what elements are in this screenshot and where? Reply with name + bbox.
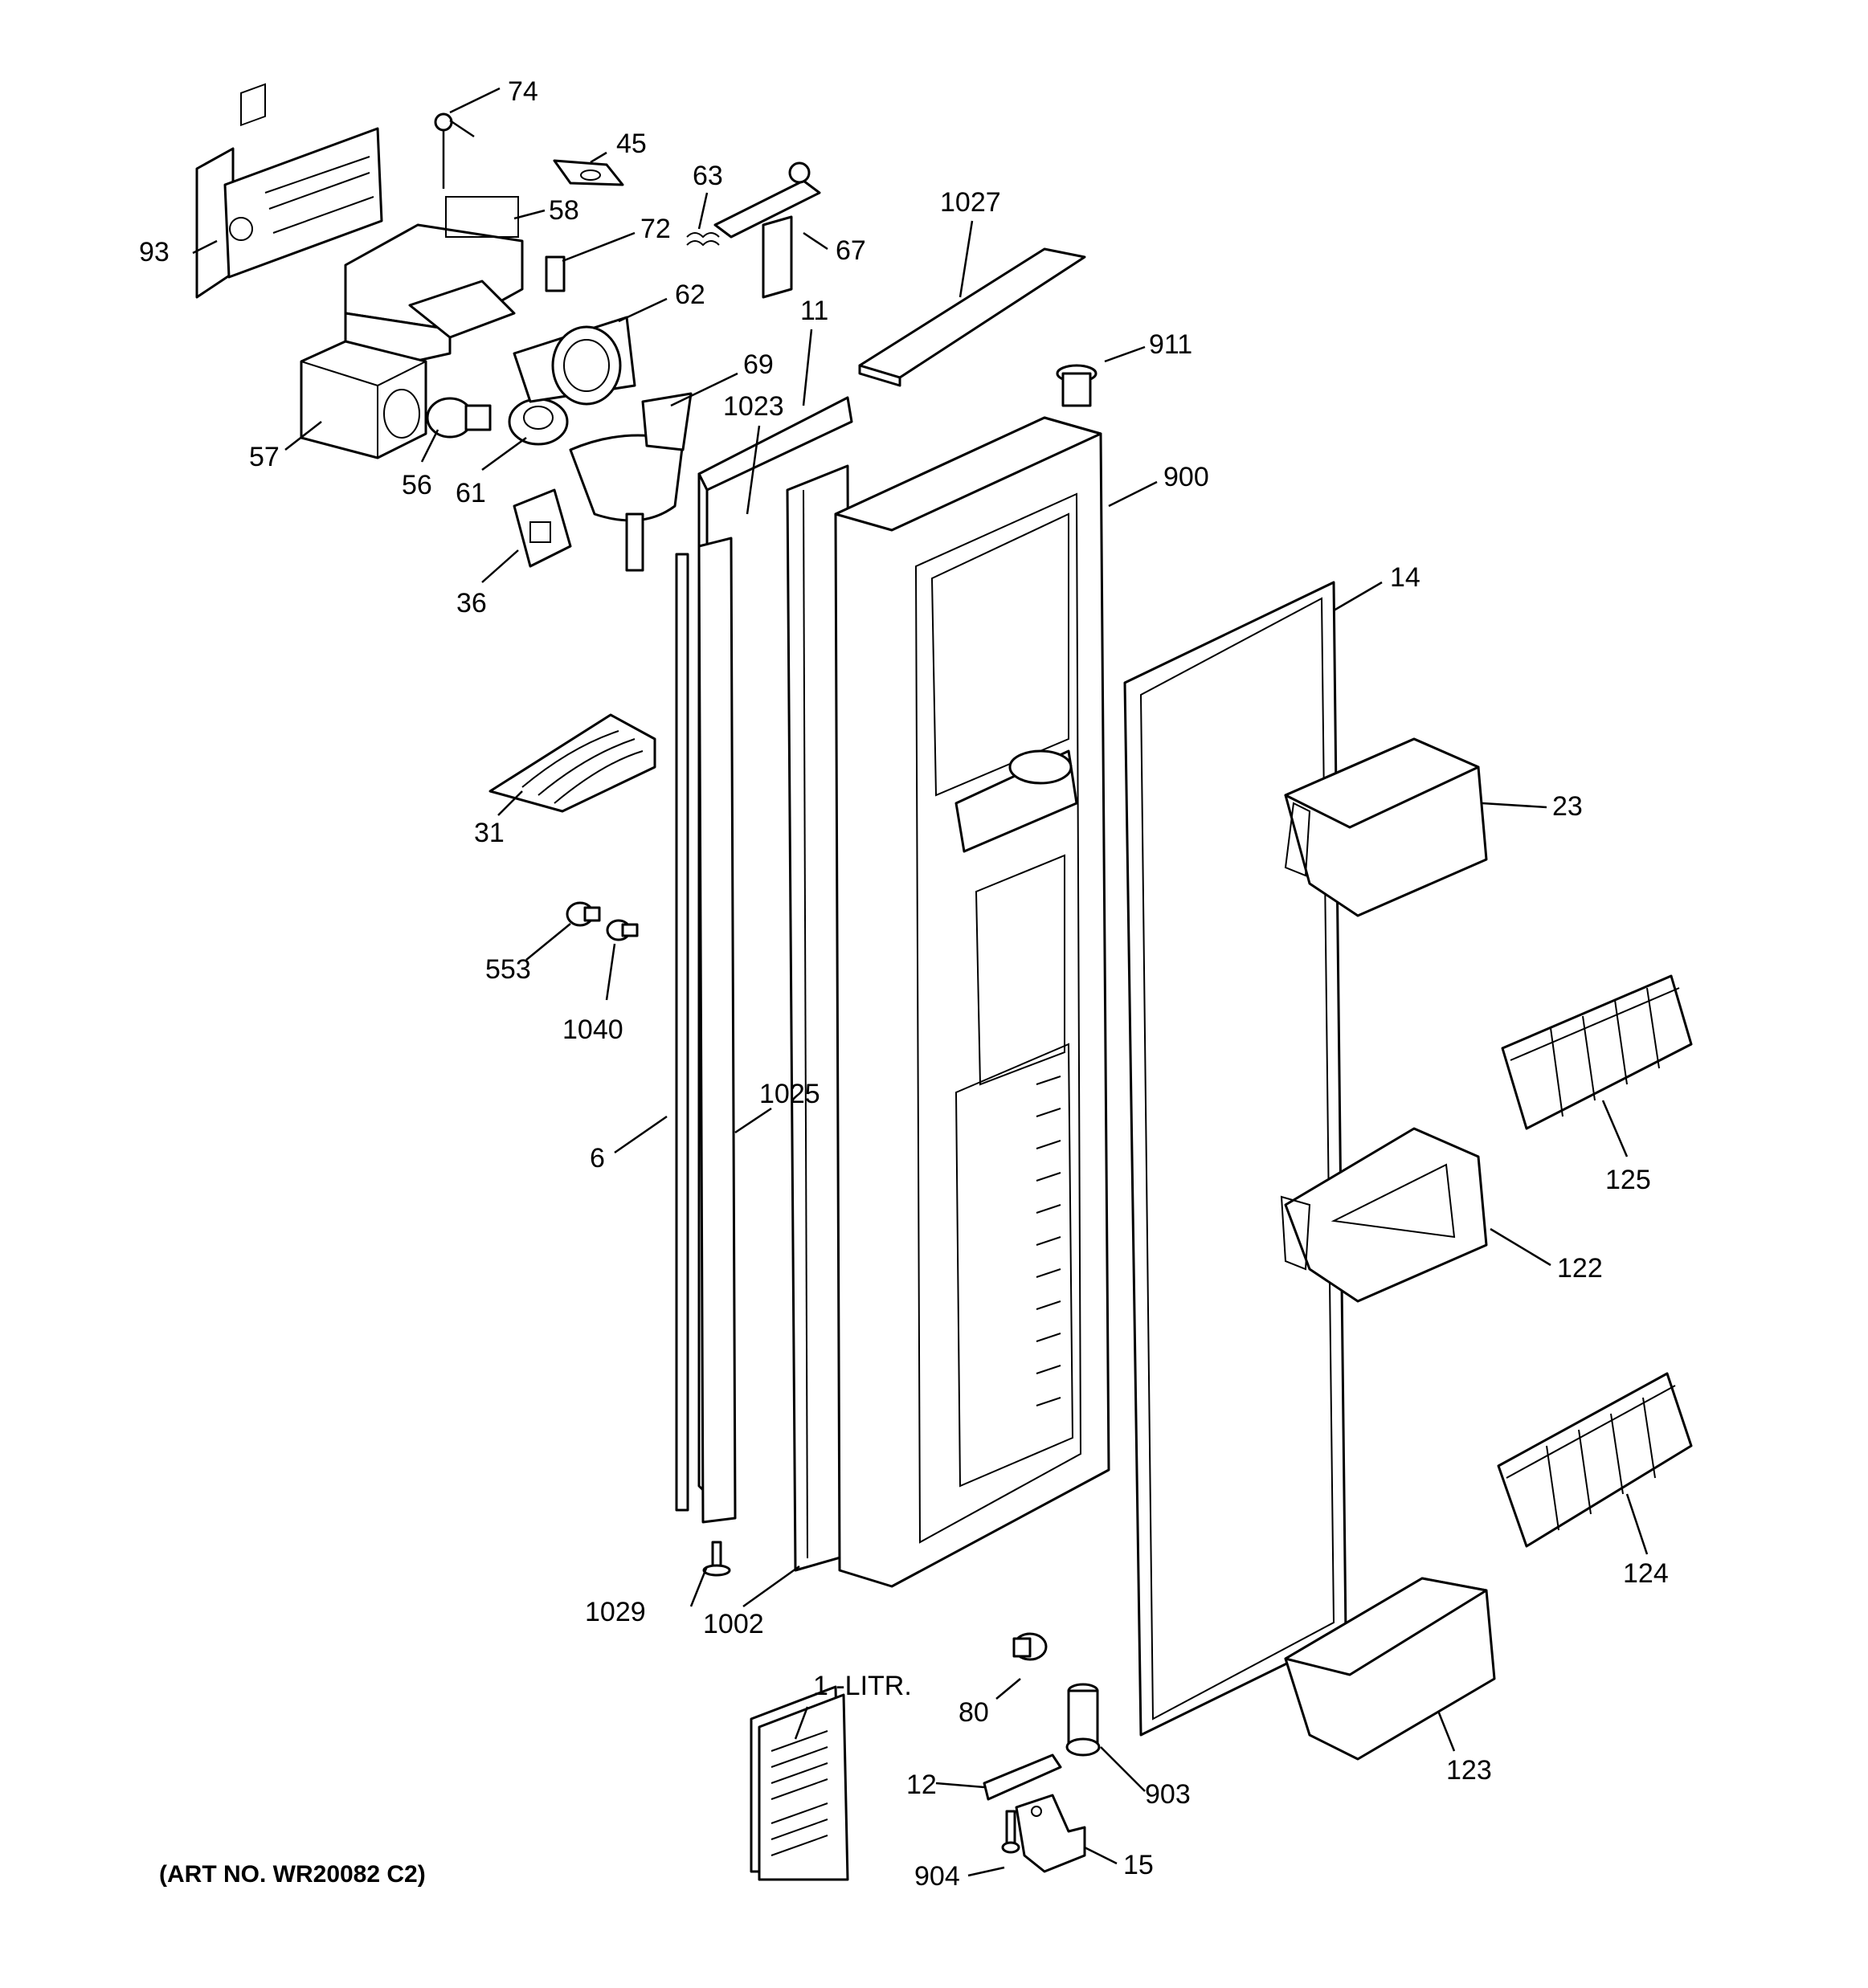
part-57-auger-motor: [300, 340, 427, 459]
leader-lines: [192, 87, 1649, 1877]
callout-62: 62: [675, 280, 705, 310]
callout-1029: 1029: [585, 1597, 646, 1627]
callout-903: 903: [1145, 1779, 1191, 1810]
part-904-screw: [1001, 1810, 1020, 1854]
callout-1-litr: 1 -LITR.: [813, 1671, 912, 1701]
part-553-screw: [566, 901, 601, 927]
part-12-shim: [983, 1753, 1062, 1801]
callout-36: 36: [456, 588, 487, 618]
callout-23: 23: [1552, 791, 1583, 822]
callout-57: 57: [249, 442, 280, 472]
literature-text-lines: [770, 1730, 828, 1856]
part-123-door-bin: [1284, 1577, 1496, 1761]
callout-80: 80: [959, 1697, 989, 1728]
callout-labels: 74 45 63 67 1027 93 58 72 62 11 911 69 1…: [139, 76, 1669, 1892]
part-93-control-board: [195, 83, 383, 299]
callout-74: 74: [508, 76, 538, 107]
callout-45: 45: [616, 129, 647, 159]
part-67-lever: [713, 161, 821, 299]
part-36-switch-bracket: [513, 488, 572, 568]
callout-124: 124: [1623, 1558, 1669, 1589]
callout-14: 14: [1390, 562, 1420, 593]
callout-1023: 1023: [723, 391, 784, 422]
part-62-mount: [513, 316, 636, 406]
part-74-spring: [434, 112, 475, 189]
part-1029-screw: [702, 1541, 731, 1577]
part-63-spring: [686, 232, 720, 247]
part-14-gasket: [1123, 581, 1347, 1737]
part-1025-channel: [697, 537, 737, 1524]
part-61-actuator: [508, 398, 569, 446]
part-69-chute: [569, 392, 693, 572]
callout-56: 56: [402, 470, 432, 500]
callout-1002: 1002: [703, 1609, 764, 1639]
part-6-rod: [675, 553, 689, 1512]
callout-904: 904: [914, 1861, 960, 1892]
callout-1040: 1040: [562, 1014, 623, 1045]
part-72-switch: [545, 255, 566, 292]
door-shelf-ridges: [1036, 1076, 1061, 1406]
callout-93: 93: [139, 237, 170, 267]
callout-72: 72: [640, 214, 671, 244]
callout-6: 6: [590, 1143, 605, 1174]
part-903-hinge-pin: [1065, 1683, 1101, 1757]
callout-58: 58: [549, 195, 579, 226]
callout-1025: 1025: [759, 1079, 820, 1109]
part-31-tray: [488, 713, 656, 813]
callout-123: 123: [1446, 1755, 1492, 1786]
callout-553: 553: [485, 954, 531, 985]
part-1027-top-cap: [858, 247, 1086, 387]
callout-125: 125: [1605, 1165, 1651, 1195]
part-125-wire-basket: [1501, 974, 1693, 1130]
part-45-bracket: [553, 159, 624, 186]
callout-911: 911: [1149, 329, 1192, 360]
part-1-literature: [750, 1685, 849, 1881]
part-56-solenoid: [426, 397, 492, 439]
part-15-hinge: [1015, 1794, 1086, 1873]
part-58-dispenser-housing: [344, 196, 524, 371]
part-911-bushing: [1056, 364, 1098, 407]
callout-122: 122: [1557, 1253, 1603, 1284]
callout-1027: 1027: [940, 187, 1001, 218]
art-number: (ART NO. WR20082 C2): [159, 1861, 426, 1888]
callout-69: 69: [743, 349, 774, 380]
part-124-wire-basket: [1497, 1372, 1693, 1548]
callout-63: 63: [693, 161, 723, 191]
callout-11: 11: [800, 296, 828, 326]
callout-900: 900: [1163, 462, 1209, 492]
part-80-bushing: [1012, 1632, 1048, 1661]
callout-67: 67: [836, 235, 866, 266]
callout-61: 61: [456, 478, 486, 508]
part-23-door-bin: [1284, 737, 1488, 917]
callout-15: 15: [1123, 1850, 1154, 1880]
callout-12: 12: [906, 1770, 937, 1800]
part-900-door: [834, 416, 1110, 1588]
callout-31: 31: [474, 818, 505, 848]
part-122-door-bin: [1280, 1127, 1488, 1303]
part-1040-screw: [606, 919, 639, 941]
